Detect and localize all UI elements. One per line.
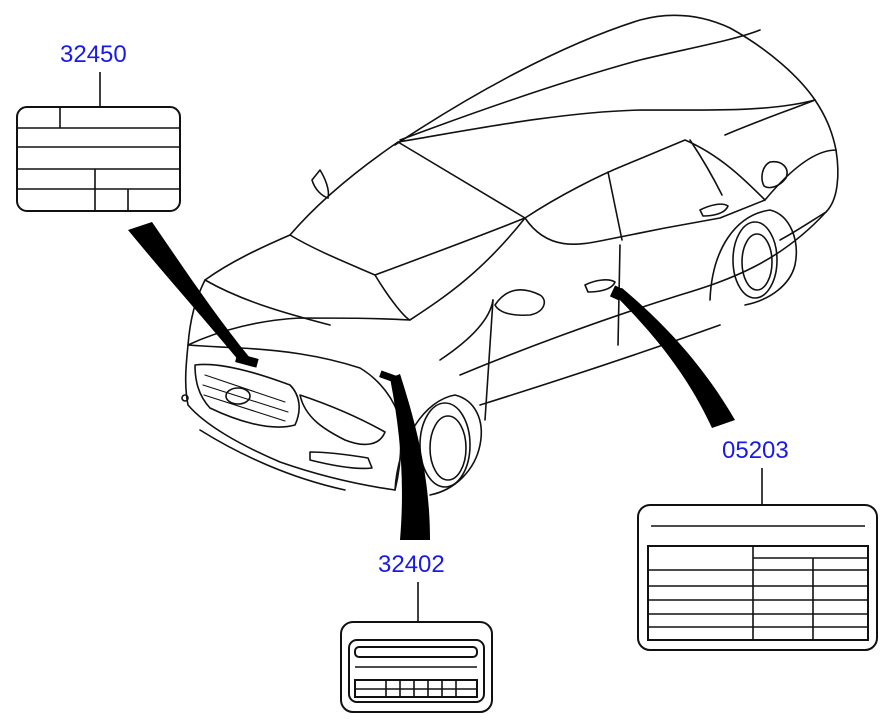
- part-number-32402[interactable]: 32402: [378, 551, 445, 578]
- part-number-32450[interactable]: 32450: [60, 41, 127, 68]
- pointer-radiator-support: [390, 374, 430, 540]
- car-illustration: [181, 14, 839, 496]
- callout-32450[interactable]: 32450: [16, 41, 181, 212]
- label-icon-32450: [16, 106, 181, 212]
- callout-05203[interactable]: 05203: [637, 437, 878, 651]
- label-icon-05203: [637, 504, 878, 651]
- pointer-hood: [128, 222, 250, 362]
- callout-32402[interactable]: 32402: [340, 551, 493, 713]
- part-number-05203[interactable]: 05203: [722, 437, 789, 464]
- label-icon-32402: [340, 621, 493, 713]
- pointer-door-pillar: [612, 288, 735, 428]
